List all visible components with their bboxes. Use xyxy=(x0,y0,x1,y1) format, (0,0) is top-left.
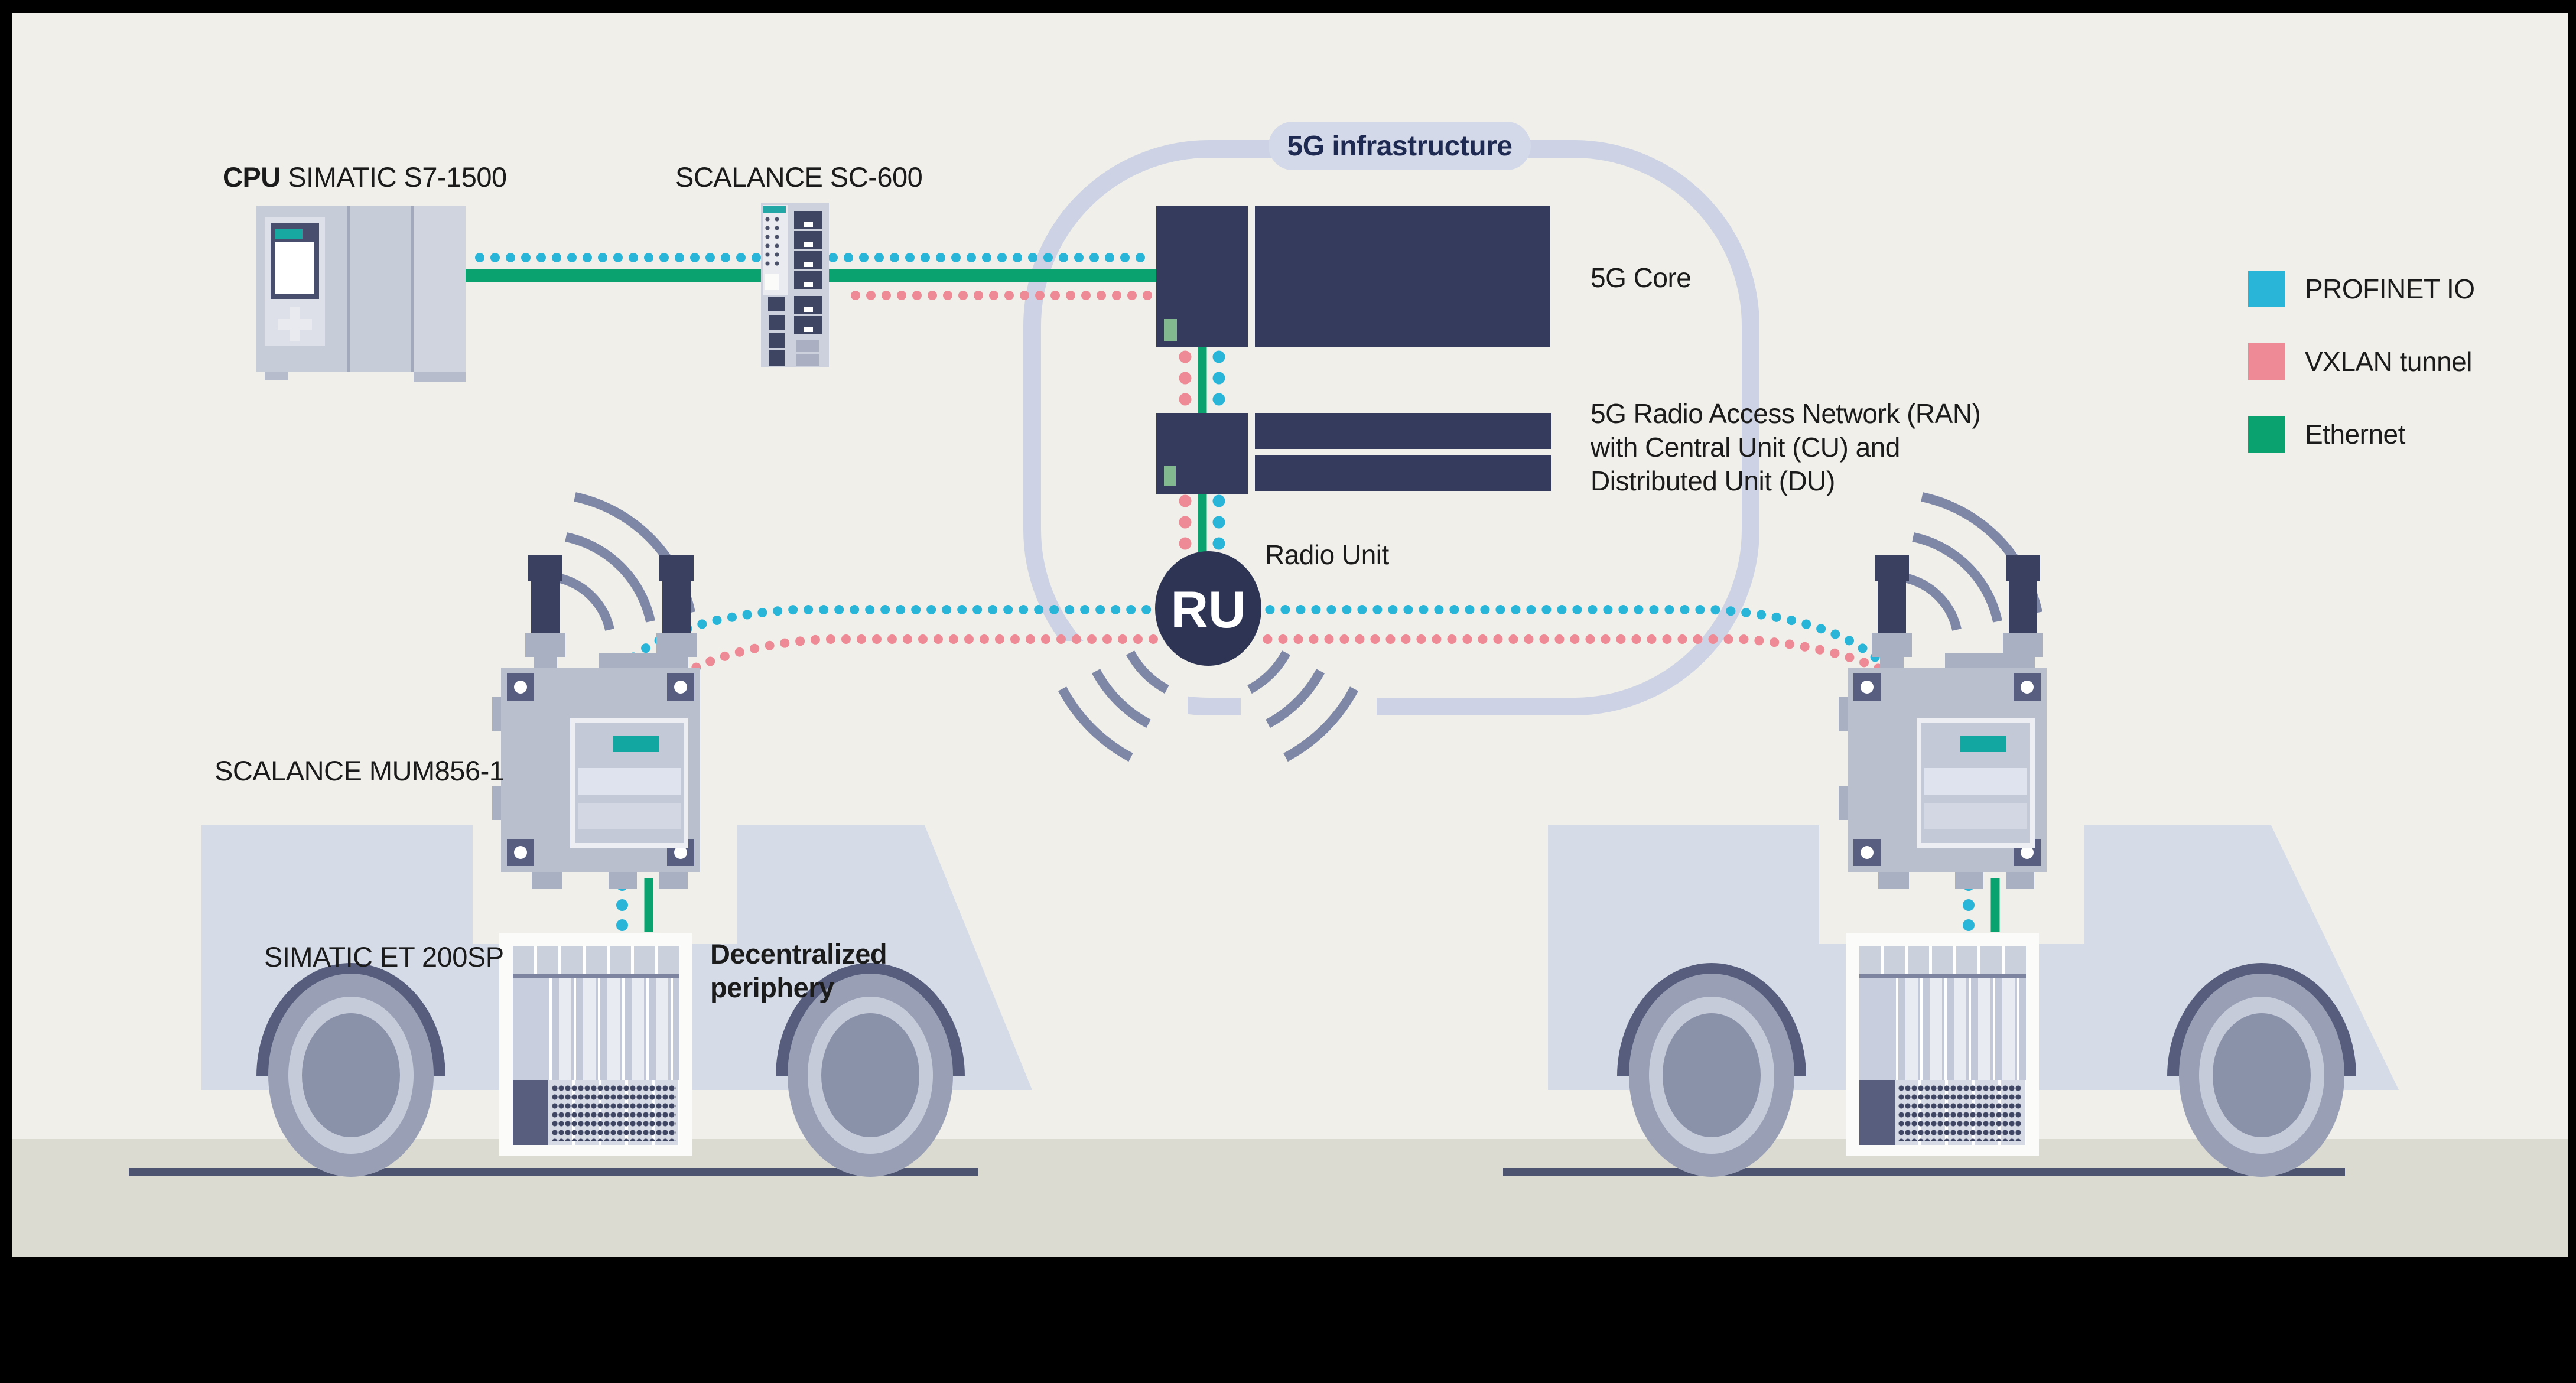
scalance-sc600-label: SCALANCE SC-600 xyxy=(675,161,923,193)
cpu-screen xyxy=(275,242,314,294)
sc600-status-bar xyxy=(763,206,786,213)
5g-infrastructure-badge: 5G infrastructure xyxy=(1269,122,1531,170)
legend-item-profinet: PROFINET IO xyxy=(2248,271,2475,307)
legend-item-vxlan: VXLAN tunnel xyxy=(2248,343,2472,380)
mum-status-led xyxy=(613,736,659,752)
decentralized-periphery-label: Decentralized periphery xyxy=(710,937,887,1004)
scalance-mum-label: SCALANCE MUM856-1 xyxy=(214,755,505,786)
et200sp-module-right xyxy=(1859,946,2026,1145)
wifi-arcs-ru-left xyxy=(1058,650,1169,762)
radio-unit-label: Radio Unit xyxy=(1265,539,1389,570)
decentralized-line2: periphery xyxy=(710,972,834,1003)
profinet-swatch xyxy=(2248,271,2285,307)
mum-status-led xyxy=(1960,736,2006,752)
scalance-sc600-device xyxy=(761,203,829,367)
ground-strip xyxy=(12,1139,2568,1257)
core-small-block xyxy=(1156,206,1248,347)
ran-label-line2: with Central Unit (CU) and xyxy=(1591,432,1900,463)
decentralized-line1: Decentralized xyxy=(710,938,887,969)
5g-core-label: 5G Core xyxy=(1591,262,1692,293)
cpu-label-model: SIMATIC S7-1500 xyxy=(288,161,507,193)
legend-label: Ethernet xyxy=(2305,419,2405,450)
radio-unit-circle xyxy=(1155,551,1261,666)
wifi-arcs-ru-right xyxy=(1247,650,1359,762)
ran-small-block xyxy=(1156,413,1248,494)
scalance-mum856-device-left xyxy=(492,555,700,889)
radio-unit-text: RU xyxy=(1170,580,1245,639)
legend-label: PROFINET IO xyxy=(2305,274,2475,304)
legend-label: VXLAN tunnel xyxy=(2305,346,2472,377)
ran-bar-2 xyxy=(1255,455,1551,491)
ran-label-line1: 5G Radio Access Network (RAN) xyxy=(1591,398,1981,429)
ran-label-line3: Distributed Unit (DU) xyxy=(1591,466,1835,496)
ran-label: 5G Radio Access Network (RAN) with Centr… xyxy=(1591,397,1981,498)
cpu-label-bold: CPU xyxy=(223,161,281,193)
cpu-status-led xyxy=(275,229,303,239)
ethernet-swatch xyxy=(2248,416,2285,453)
et200sp-module-left xyxy=(513,946,679,1145)
vxlan-swatch xyxy=(2248,343,2285,380)
et200sp-label: SIMATIC ET 200SP xyxy=(264,941,504,972)
ran-bar-1 xyxy=(1255,413,1551,449)
core-large-block xyxy=(1255,206,1550,347)
legend-item-ethernet: Ethernet xyxy=(2248,416,2405,453)
cpu-simatic-s7-1500-device xyxy=(256,206,466,382)
scalance-mum856-device-right xyxy=(1839,555,2047,889)
cpu-label: CPU SIMATIC S7-1500 xyxy=(223,161,507,194)
badge-label: 5G infrastructure xyxy=(1287,130,1513,162)
